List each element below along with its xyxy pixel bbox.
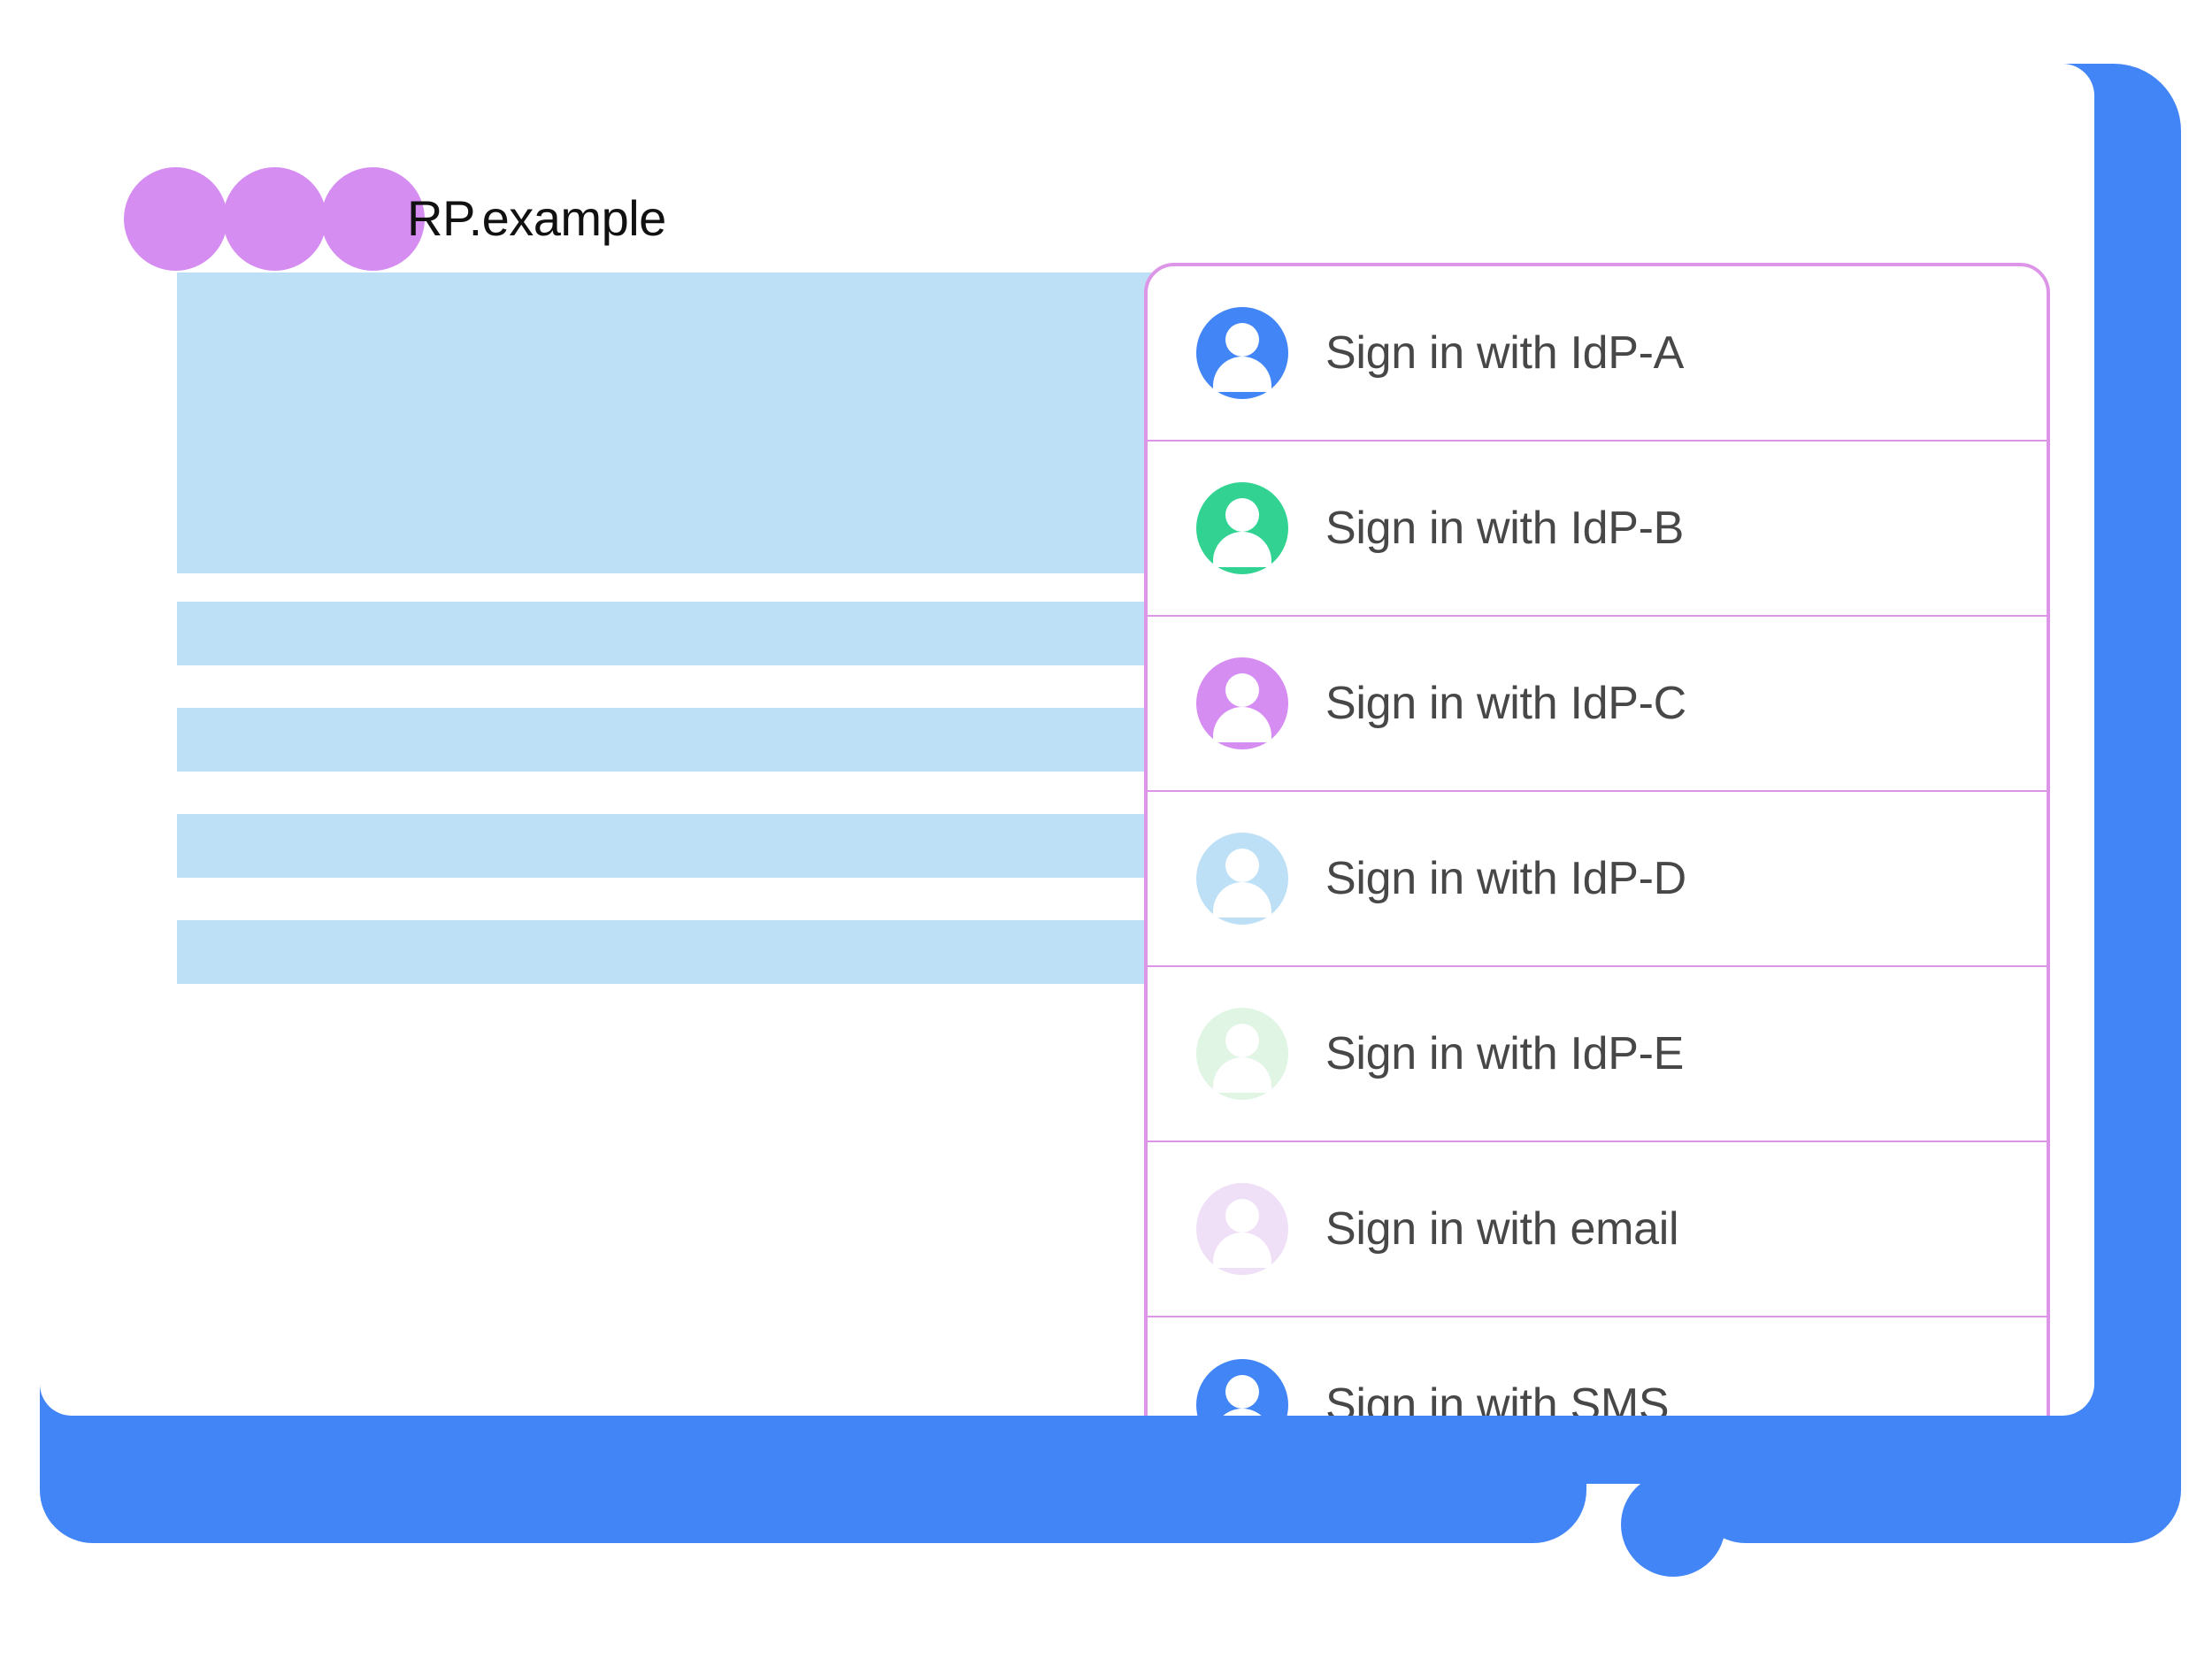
account-row-email[interactable]: Sign in with email [1148, 1142, 2047, 1317]
person-avatar-icon [1196, 1359, 1288, 1416]
account-chooser-dialog: Sign in with IdP-A Sign in with IdP-B Si… [1144, 263, 2050, 1416]
account-label-idp-b: Sign in with IdP-B [1325, 503, 1685, 554]
person-avatar-icon [1196, 1183, 1288, 1275]
content-line-placeholder-4 [177, 920, 1219, 984]
account-label-idp-c: Sign in with IdP-C [1325, 678, 1686, 729]
person-avatar-icon [1196, 657, 1288, 749]
site-title: RP.example [407, 190, 666, 246]
page-content [177, 273, 1219, 984]
window-dot-1-icon[interactable] [124, 167, 227, 271]
device-bezel-bottom-left [40, 1413, 1586, 1543]
account-row-idp-e[interactable]: Sign in with IdP-E [1148, 967, 2047, 1142]
account-row-sms[interactable]: Sign in with SMS [1148, 1317, 2047, 1416]
device-bezel-bottom-right [1693, 1413, 2181, 1543]
home-button[interactable] [1621, 1472, 1725, 1577]
content-line-placeholder-1 [177, 602, 1219, 665]
content-hero-placeholder [177, 273, 1219, 573]
account-row-idp-d[interactable]: Sign in with IdP-D [1148, 792, 2047, 967]
account-row-idp-b[interactable]: Sign in with IdP-B [1148, 442, 2047, 617]
content-line-placeholder-3 [177, 814, 1219, 878]
account-label-idp-d: Sign in with IdP-D [1325, 853, 1686, 904]
person-avatar-icon [1196, 482, 1288, 574]
window-dot-3-icon[interactable] [321, 167, 425, 271]
content-line-placeholder-2 [177, 708, 1219, 772]
device-screen: RP.example Sign in with IdP-A Sign in wi… [40, 64, 2094, 1416]
account-label-idp-e: Sign in with IdP-E [1325, 1028, 1685, 1079]
account-label-email: Sign in with email [1325, 1203, 1679, 1255]
account-row-idp-a[interactable]: Sign in with IdP-A [1148, 266, 2047, 442]
browser-header: RP.example [40, 64, 2094, 271]
person-avatar-icon [1196, 307, 1288, 399]
person-avatar-icon [1196, 833, 1288, 925]
account-label-sms: Sign in with SMS [1325, 1379, 1670, 1416]
account-label-idp-a: Sign in with IdP-A [1325, 327, 1685, 379]
account-row-idp-c[interactable]: Sign in with IdP-C [1148, 617, 2047, 792]
window-dot-2-icon[interactable] [223, 167, 326, 271]
person-avatar-icon [1196, 1008, 1288, 1100]
